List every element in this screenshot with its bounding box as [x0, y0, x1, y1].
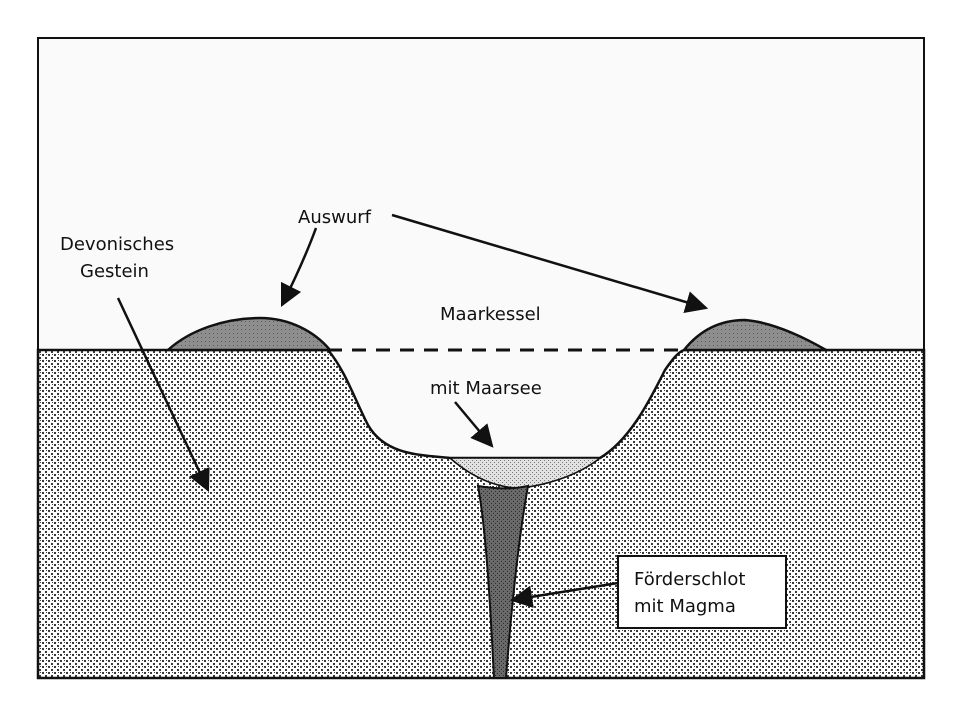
arrow-auswurf-right: [391, 213, 709, 314]
arrow-maarsee: [454, 401, 494, 448]
arrow-devonisches-gestein: [116, 297, 210, 493]
foerderschlot-label-box: [617, 555, 787, 629]
arrow-foerderschlot: [509, 581, 619, 608]
feeder-conduit: [476, 484, 530, 679]
label-devonisches-line1: Devonisches: [60, 234, 174, 255]
label-maarkessel: Maarkessel: [440, 304, 541, 325]
ejecta-mound-left: [164, 316, 333, 352]
label-foerderschlot-line2: mit Magma: [634, 596, 736, 617]
label-maarsee: mit Maarsee: [430, 378, 542, 399]
label-devonisches-line2: Gestein: [80, 261, 149, 282]
arrow-auswurf-left: [280, 227, 318, 308]
ejecta-mound-right: [681, 318, 831, 352]
label-foerderschlot-line1: Förderschlot: [634, 569, 745, 590]
label-auswurf: Auswurf: [298, 207, 372, 228]
